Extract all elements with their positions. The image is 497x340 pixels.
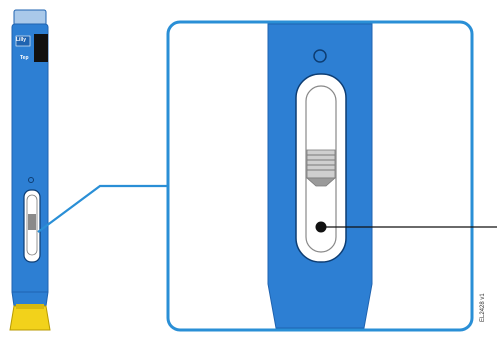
pen-lower-body: [11, 291, 49, 307]
pen-logo-box: [15, 35, 31, 47]
pen-yellow-base-ring: [16, 304, 44, 309]
pen-yellow-base: [9, 305, 51, 331]
zoom-plunger: [305, 149, 337, 187]
reference-code: EL2428 v1: [480, 293, 486, 322]
pen-hole: [28, 177, 34, 183]
pen-window-plunger: [28, 214, 36, 230]
zoom-pen-hole: [313, 49, 327, 63]
pen-label-patch: [34, 34, 48, 62]
indicator-dot-icon: [315, 221, 327, 233]
pen-brand-text: Tep: [20, 55, 29, 61]
zoom-connector-line: [37, 184, 168, 233]
pen-logo-text: Lilly: [16, 37, 27, 43]
